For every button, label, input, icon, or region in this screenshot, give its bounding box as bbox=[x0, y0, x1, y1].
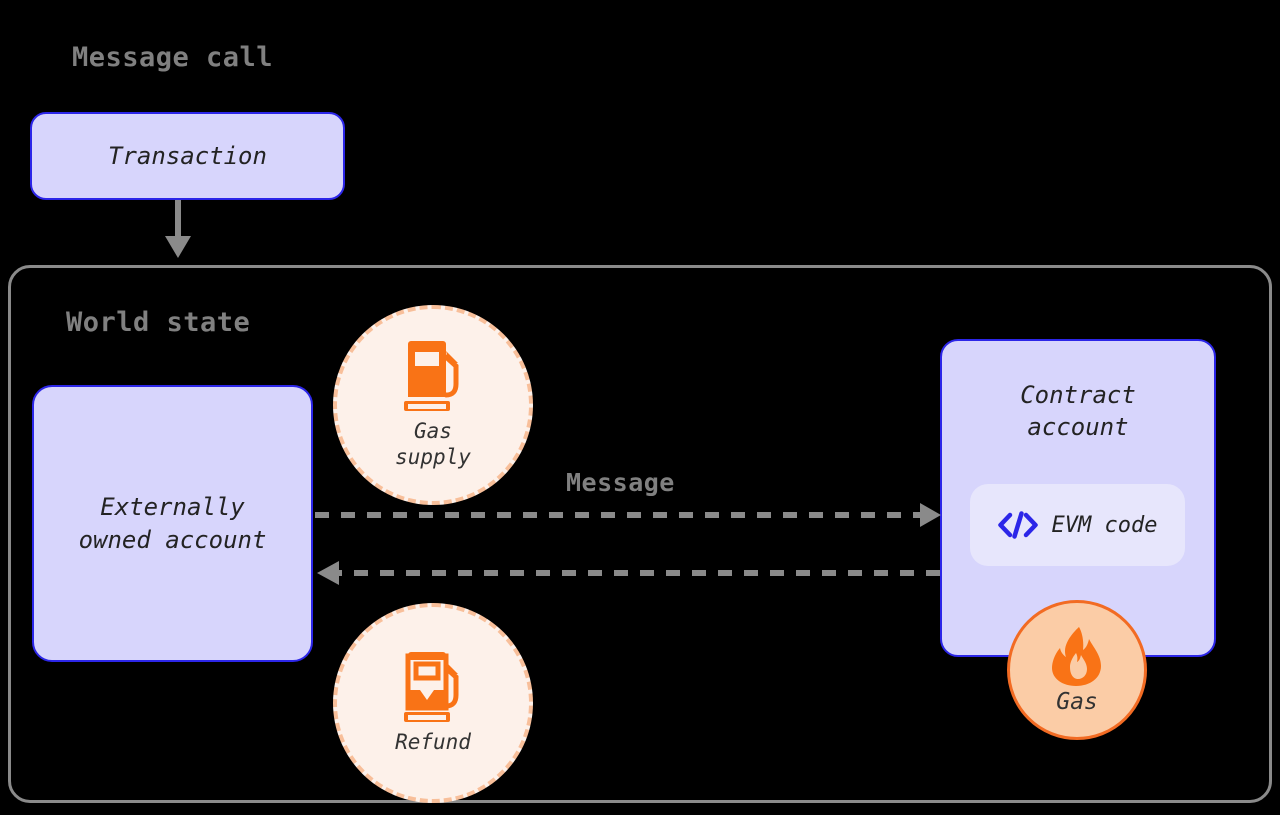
node-contract-label-line2: account bbox=[1027, 413, 1129, 442]
badge-gas-supply-line2: supply bbox=[395, 445, 471, 469]
badge-refund-label: Refund bbox=[395, 730, 471, 755]
node-contract-account-title: Contract account bbox=[1020, 379, 1136, 444]
node-eoa-label-line1: Externally bbox=[100, 493, 245, 522]
badge-gas[interactable]: Gas bbox=[1007, 600, 1147, 740]
badge-gas-label: Gas bbox=[1056, 689, 1098, 715]
page-title: Message call bbox=[72, 42, 274, 73]
badge-gas-supply-line1: Gas bbox=[414, 419, 452, 444]
badge-gas-supply-label: Gas supply bbox=[395, 419, 471, 470]
chip-evm-code-label: EVM code bbox=[1051, 512, 1158, 538]
flame-icon bbox=[1049, 625, 1105, 687]
code-brackets-icon bbox=[997, 510, 1038, 540]
badge-gas-supply[interactable]: Gas supply bbox=[333, 305, 533, 505]
container-world-state-title: World state bbox=[66, 307, 251, 338]
node-transaction[interactable]: Transaction bbox=[30, 112, 345, 200]
edge-label-message: Message bbox=[566, 468, 675, 497]
gas-pump-full-icon bbox=[402, 339, 464, 413]
container-world-state bbox=[8, 265, 1272, 803]
gas-pump-partial-icon bbox=[402, 650, 464, 724]
node-externally-owned-account[interactable]: Externally owned account bbox=[32, 385, 313, 662]
node-transaction-label: Transaction bbox=[108, 141, 267, 170]
chip-evm-code[interactable]: EVM code bbox=[970, 484, 1185, 566]
node-eoa-label-line2: owned account bbox=[78, 525, 267, 554]
node-contract-label-line1: Contract bbox=[1020, 381, 1136, 409]
badge-refund[interactable]: Refund bbox=[333, 603, 533, 803]
